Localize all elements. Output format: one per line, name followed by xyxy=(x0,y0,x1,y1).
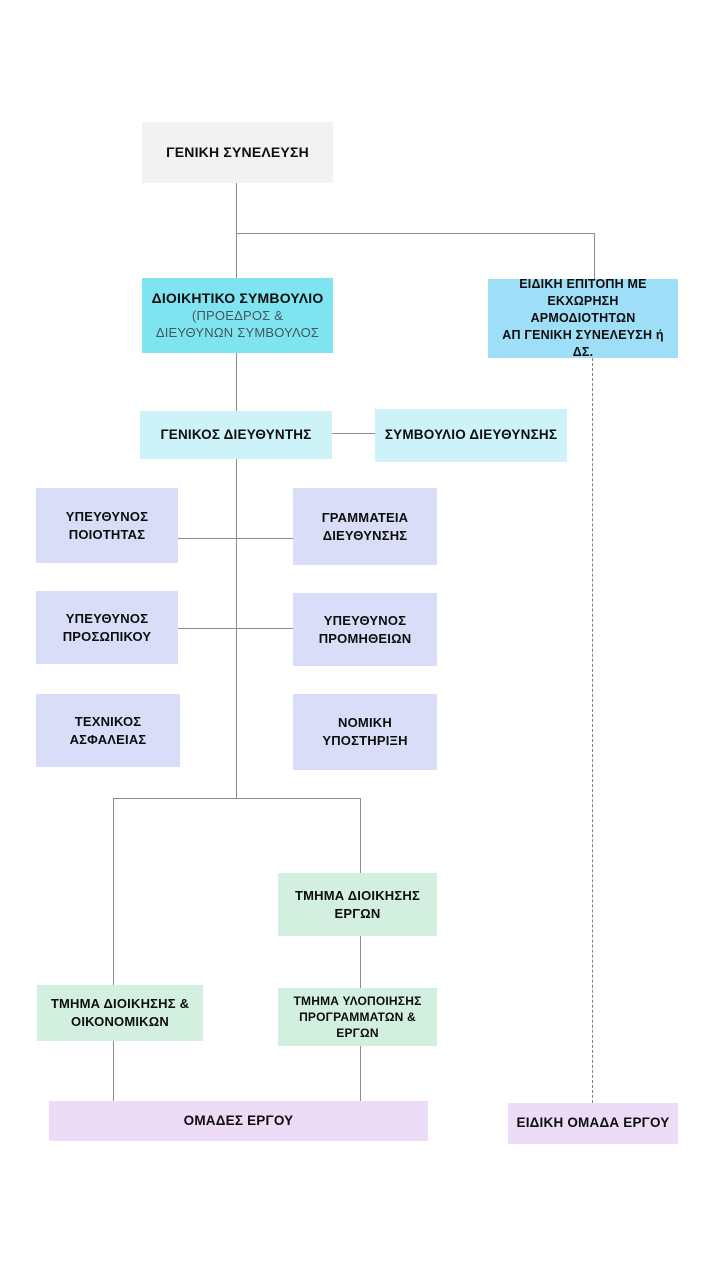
node-quality-manager: ΥΠΕΥΘΥΝΟΣ ΠΟΙΟΤΗΤΑΣ xyxy=(36,488,178,563)
node-safety-technician: ΤΕΧΝΙΚΟΣ ΑΣΦΑΛΕΙΑΣ xyxy=(36,694,180,767)
connector-left-leg xyxy=(113,798,114,985)
node-special-project-team: ΕΙΔΙΚΗ ΟΜΑΔΑ ΕΡΓΟΥ xyxy=(508,1103,678,1144)
connector-left-leg-to-teams xyxy=(113,1041,114,1101)
connector-board-to-director xyxy=(236,353,237,411)
node-personnel-manager: ΥΠΕΥΘΥΝΟΣ ΠΡΟΣΩΠΙΚΟΥ xyxy=(36,591,178,664)
connector-department-bracket xyxy=(113,798,360,799)
node-general-assembly: ΓΕΝΙΚΗ ΣΥΝΕΛΕΥΣΗ xyxy=(142,122,333,183)
node-project-management-dept-label: ΤΜΗΜΑ ΔΙΟΙΚΗΣΗΣ ΕΡΓΩΝ xyxy=(295,887,420,921)
node-project-teams: ΟΜΑΔΕΣ ΕΡΓΟΥ xyxy=(49,1101,428,1141)
node-general-assembly-label: ΓΕΝΙΚΗ ΣΥΝΕΛΕΥΣΗ xyxy=(166,144,309,161)
connector-right-leg-to-teams xyxy=(360,1046,361,1101)
node-admin-finance-dept: ΤΜΗΜΑ ΔΙΟΙΚΗΣΗΣ & ΟΙΚΟΝΟΜΙΚΩΝ xyxy=(37,985,203,1041)
node-management-council-label: ΣΥΜΒΟΥΛΙΟ ΔΙΕΥΘΥΝΣΗΣ xyxy=(384,427,558,443)
node-procurement-manager: ΥΠΕΥΘΥΝΟΣ ΠΡΟΜΗΘΕΙΩΝ xyxy=(293,593,437,666)
node-special-committee-line3: ΑΠ ΓΕΝΙΚΗ ΣΥΝΕΛΕΥΣΗ ή ΔΣ. xyxy=(502,327,664,359)
node-management-council: ΣΥΜΒΟΥΛΙΟ ΔΙΕΥΘΥΝΣΗΣ xyxy=(375,409,567,462)
node-board-of-directors: ΔΙΟΙΚΗΤΙΚΟ ΣΥΜΒΟΥΛΙΟ (ΠΡΟΕΔΡΟΣ & ΔΙΕΥΘΥΝ… xyxy=(142,278,333,353)
node-directorate-secretariat: ΓΡΑΜΜΑΤΕΙΑ ΔΙΕΥΘΥΝΣΗΣ xyxy=(293,488,437,565)
node-special-committee-line1: ΕΙΔΙΚΗ ΕΠΙΤΟΠΗ ΜΕ xyxy=(519,277,647,292)
connector-to-special-committee xyxy=(594,233,595,279)
connector-to-board xyxy=(236,233,237,278)
node-legal-support: ΝΟΜΙΚΗ ΥΠΟΣΤΗΡΙΞΗ xyxy=(293,694,437,770)
node-procurement-manager-label: ΥΠΕΥΘΥΝΟΣ ΠΡΟΜΗΘΕΙΩΝ xyxy=(318,612,412,646)
node-general-director: ΓΕΝΙΚΟΣ ΔΙΕΥΘΥΝΤΗΣ xyxy=(140,411,332,459)
node-directorate-secretariat-label: ΓΡΑΜΜΑΤΕΙΑ ΔΙΕΥΘΥΝΣΗΣ xyxy=(321,509,409,543)
connector-personnel-procurement xyxy=(178,628,293,629)
node-personnel-manager-label: ΥΠΕΥΘΥΝΟΣ ΠΡΟΣΩΠΙΚΟΥ xyxy=(62,610,152,644)
node-board-subtitle-line2: ΔΙΕΥΘΥΝΩΝ ΣΥΜΒΟΥΛΟΣ xyxy=(155,324,320,340)
node-special-committee-line2: ΕΚΧΩΡΗΣΗ ΑΡΜΟΔΙΟΤΗΤΩΝ xyxy=(530,294,636,326)
node-project-teams-label: ΟΜΑΔΕΣ ΕΡΓΟΥ xyxy=(183,1112,294,1128)
connector-director-to-council xyxy=(332,433,375,434)
node-programs-projects-dept-label: ΤΜΗΜΑ ΥΛΟΠΟΙΗΣΗΣ ΠΡΟΓΡΑΜΜΑΤΩΝ & ΕΡΓΩΝ xyxy=(293,993,422,1041)
node-quality-manager-label: ΥΠΕΥΘΥΝΟΣ ΠΟΙΟΤΗΤΑΣ xyxy=(65,508,149,542)
node-special-project-team-label: ΕΙΔΙΚΗ ΟΜΑΔΑ ΕΡΓΟΥ xyxy=(516,1115,670,1131)
node-admin-finance-dept-label: ΤΜΗΜΑ ΔΙΟΙΚΗΣΗΣ & ΟΙΚΟΝΟΜΙΚΩΝ xyxy=(50,996,190,1029)
node-project-management-dept: ΤΜΗΜΑ ΔΙΟΙΚΗΣΗΣ ΕΡΓΩΝ xyxy=(278,873,437,936)
connector-assembly-branch xyxy=(236,233,594,234)
node-safety-technician-label: ΤΕΧΝΙΚΟΣ ΑΣΦΑΛΕΙΑΣ xyxy=(69,713,147,747)
node-legal-support-label: ΝΟΜΙΚΗ ΥΠΟΣΤΗΡΙΞΗ xyxy=(322,715,408,748)
node-board-title: ΔΙΟΙΚΗΤΙΚΟ ΣΥΜΒΟΥΛΙΟ xyxy=(151,290,324,307)
connector-right-leg-upper xyxy=(360,798,361,873)
connector-dashed-special-team xyxy=(592,358,593,1103)
connector-assembly-trunk xyxy=(236,183,237,233)
node-programs-projects-dept: ΤΜΗΜΑ ΥΛΟΠΟΙΗΣΗΣ ΠΡΟΓΡΑΜΜΑΤΩΝ & ΕΡΓΩΝ xyxy=(278,988,437,1046)
connector-right-leg-middle xyxy=(360,936,361,988)
node-general-director-label: ΓΕΝΙΚΟΣ ΔΙΕΥΘΥΝΤΗΣ xyxy=(160,426,312,442)
connector-quality-secretariat xyxy=(178,538,293,539)
node-board-subtitle-line1: (ΠΡΟΕΔΡΟΣ & xyxy=(191,308,284,324)
node-special-committee: ΕΙΔΙΚΗ ΕΠΙΤΟΠΗ ΜΕ ΕΚΧΩΡΗΣΗ ΑΡΜΟΔΙΟΤΗΤΩΝ … xyxy=(488,277,678,359)
